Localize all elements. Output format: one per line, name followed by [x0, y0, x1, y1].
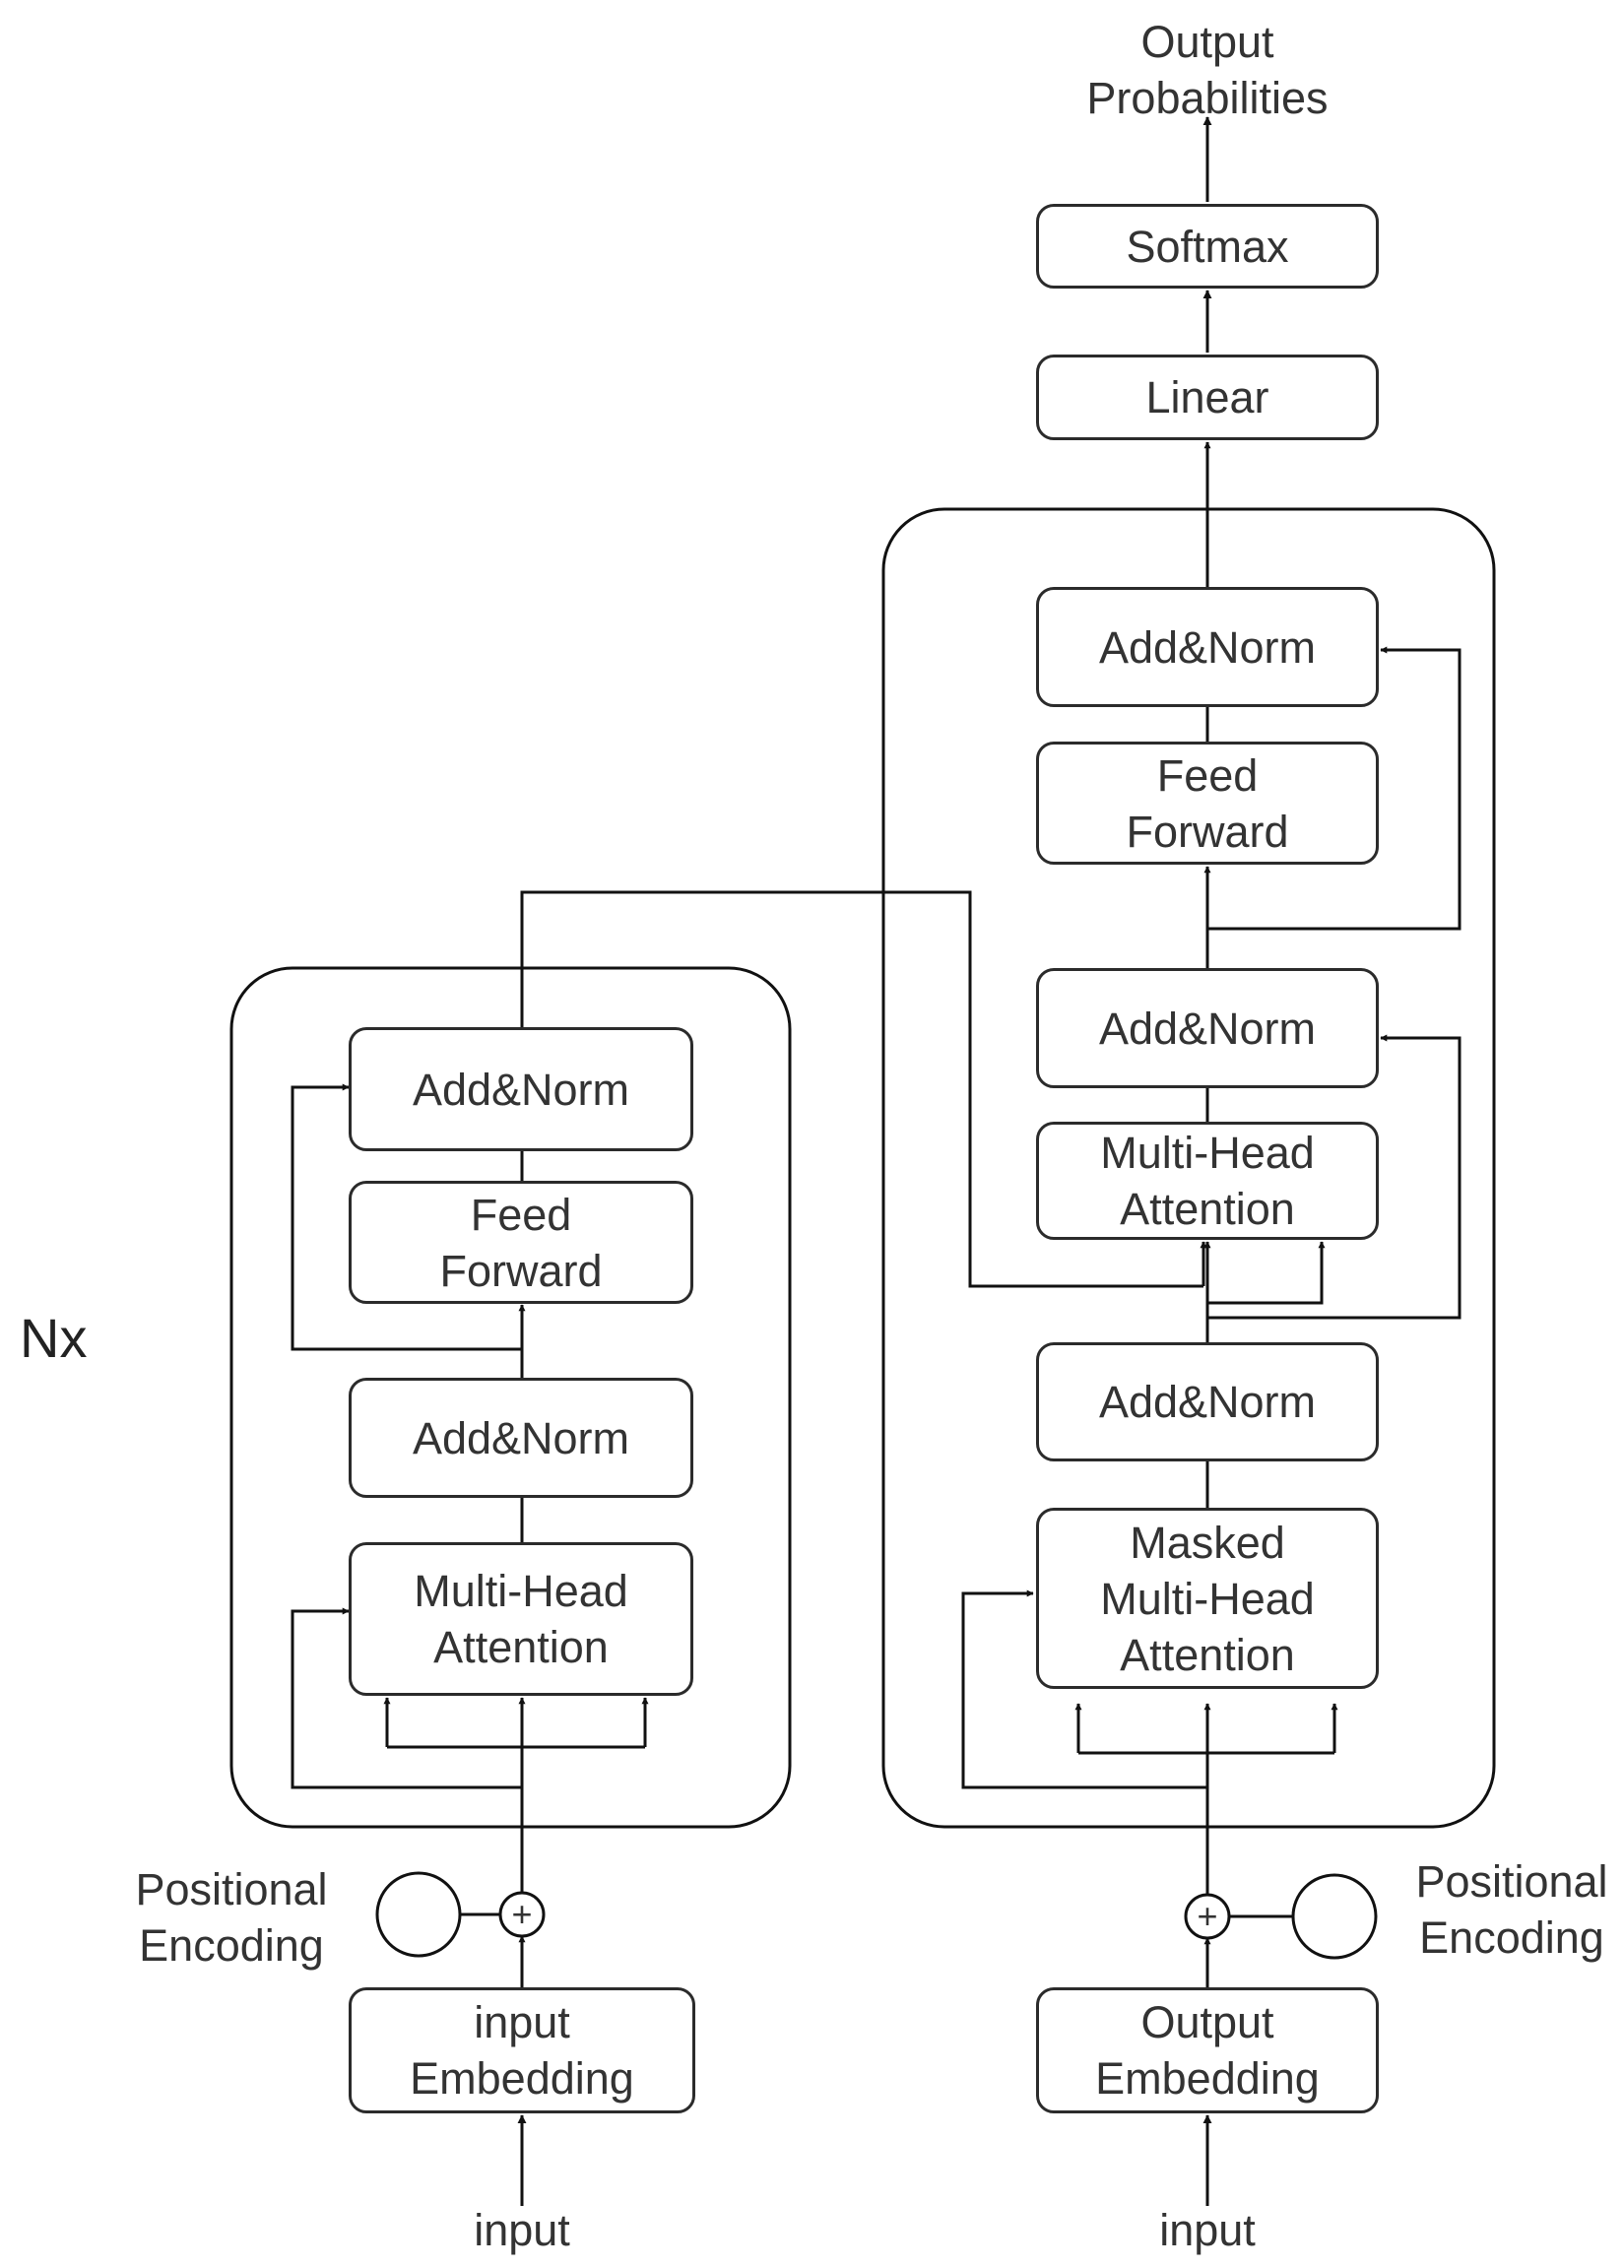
decoder-feed-forward-box: Feed Forward [1036, 742, 1379, 865]
encoder-attention-box: Multi-Head Attention [349, 1542, 693, 1696]
decoder-positional-encoding-label: Positional Encoding [1398, 1853, 1624, 1966]
encoder-positional-encoding-label: Positional Encoding [118, 1861, 345, 1974]
input-embedding-line-2: Embedding [410, 2053, 634, 2104]
encoder-add-norm-top: Add&Norm [349, 1027, 693, 1151]
decoder-residual-1 [961, 1589, 1207, 1789]
encoder-stack-container [229, 966, 792, 1829]
output-embedding-line-1: Output [1140, 1997, 1274, 2047]
decoder-positional-encoding-circle [1291, 1873, 1378, 1960]
decoder-add-norm-middle-label: Add&Norm [1098, 1003, 1317, 1054]
decoder-cross-attention-line-1: Multi-Head [1100, 1128, 1315, 1178]
input-embedding-line-1: input [474, 1997, 570, 2047]
decoder-plus-icon: + [1197, 1896, 1218, 1936]
encoder-to-decoder-line [520, 890, 1203, 1288]
softmax-box: Softmax [1036, 204, 1379, 289]
decoder-positional-encoding-line-2: Encoding [1419, 1912, 1604, 1963]
encoder-residual-2 [291, 1083, 522, 1351]
encoder-plus-circle [498, 1891, 546, 1938]
decoder-cross-attention-line-2: Attention [1120, 1184, 1295, 1234]
nx-label: Nx [20, 1307, 88, 1369]
encoder-feed-forward-line-2: Forward [439, 1245, 603, 1296]
encoder-feed-forward-line-1: Feed [470, 1189, 572, 1240]
input-embedding-box: input Embedding [349, 1987, 695, 2113]
decoder-residual-2 [1207, 1034, 1462, 1320]
encoder-positional-encoding-line-1: Positional [135, 1864, 328, 1914]
output-embedding-box: Output Embedding [1036, 1987, 1379, 2113]
output-probabilities-line-1: Output [1140, 17, 1274, 67]
decoder-feed-forward-line-1: Feed [1156, 749, 1259, 801]
decoder-add-norm-bottom-label: Add&Norm [1098, 1377, 1317, 1427]
encoder-feed-forward-box: Feed Forward [349, 1181, 693, 1304]
linear-label: Linear [1145, 372, 1269, 422]
encoder-add-norm-bottom: Add&Norm [349, 1378, 693, 1498]
linear-box: Linear [1036, 355, 1379, 440]
decoder-positional-encoding-line-1: Positional [1415, 1856, 1608, 1907]
decoder-add-norm-top: Add&Norm [1036, 587, 1379, 707]
encoder-positional-encoding-line-2: Encoding [139, 1920, 324, 1971]
decoder-masked-attention-line-3: Attention [1120, 1629, 1295, 1680]
decoder-masked-attention-line-2: Multi-Head [1100, 1573, 1315, 1624]
encoder-attention-line-1: Multi-Head [414, 1566, 628, 1616]
decoder-input-label: input [1159, 2205, 1256, 2255]
softmax-label: Softmax [1126, 221, 1289, 272]
decoder-add-norm-bottom: Add&Norm [1036, 1342, 1379, 1461]
decoder-residual-3 [1207, 646, 1462, 931]
decoder-feed-forward-line-2: Forward [1126, 806, 1289, 857]
encoder-positional-encoding-circle [375, 1871, 462, 1958]
decoder-masked-attention-box: Masked Multi-Head Attention [1036, 1508, 1379, 1689]
encoder-residual-1 [291, 1607, 522, 1789]
output-embedding-line-2: Embedding [1095, 2053, 1320, 2104]
encoder-add-norm-bottom-label: Add&Norm [412, 1412, 630, 1463]
decoder-cross-attention-box: Multi-Head Attention [1036, 1122, 1379, 1240]
decoder-stack-container [881, 507, 1496, 1829]
output-probabilities-line-2: Probabilities [1086, 73, 1329, 123]
encoder-attention-line-2: Attention [433, 1622, 609, 1672]
output-probabilities-label: Output Probabilities [1060, 14, 1355, 126]
decoder-add-norm-top-label: Add&Norm [1098, 621, 1317, 673]
decoder-add-norm-middle: Add&Norm [1036, 968, 1379, 1088]
encoder-input-label: input [474, 2205, 570, 2255]
decoder-plus-circle [1184, 1893, 1231, 1940]
encoder-plus-icon: + [511, 1894, 533, 1934]
decoder-query-branch [1207, 1241, 1326, 1305]
decoder-masked-attention-line-1: Masked [1130, 1517, 1285, 1568]
encoder-add-norm-top-label: Add&Norm [412, 1064, 630, 1115]
